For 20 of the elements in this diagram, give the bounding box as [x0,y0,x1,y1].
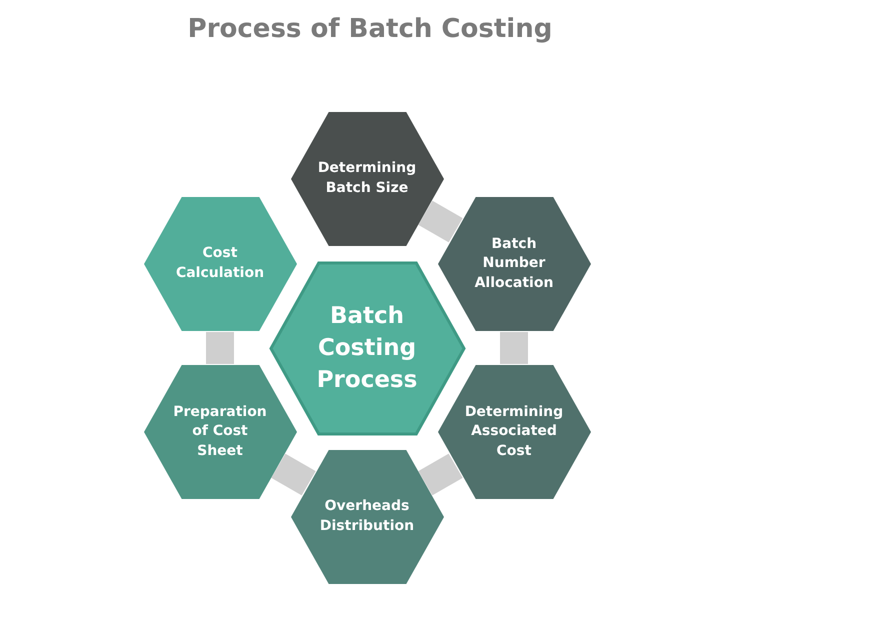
node-label: Determining Batch Size [317,159,417,198]
hexagon-node [142,196,298,332]
diagram-title: Process of Batch Costing [186,14,554,44]
hexagon-node [290,111,444,247]
connector-band [418,454,463,496]
connector-band [271,454,316,496]
node-label: Batch Number Allocation [474,234,554,293]
node-label: Cost Calculation [174,244,266,283]
connector-band [418,200,463,242]
node-label: Determining Associated Cost [464,402,564,461]
hexagon-node [290,449,444,585]
connector-band [206,332,234,364]
node-label: Batch Costing Process [316,302,418,396]
hexagon-node [436,196,592,332]
hexagon-node [270,262,464,434]
node-label: Preparation of Cost Sheet [172,402,268,461]
node-label: Overheads Distribution [318,497,416,536]
connector-band [500,332,528,364]
hexagon-node [142,364,298,500]
hexagon-node [436,364,592,500]
